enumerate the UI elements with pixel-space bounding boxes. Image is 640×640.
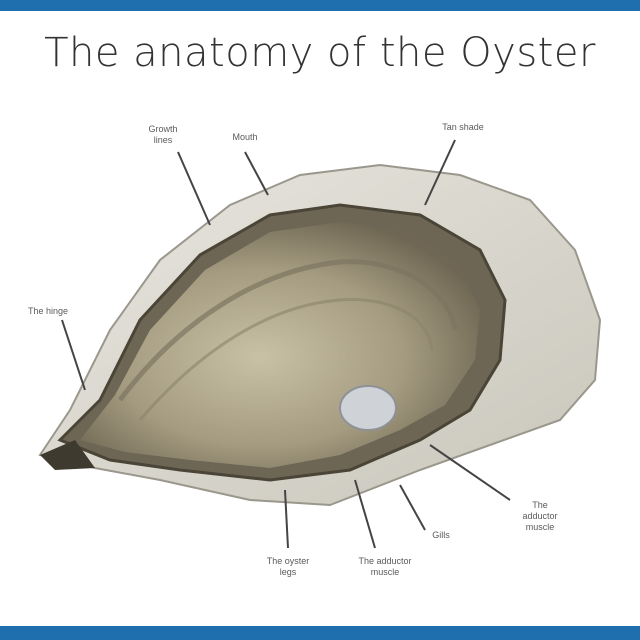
mantle-fold (118, 259, 458, 402)
adductor-muscle-shape (339, 385, 397, 431)
pointer-gills (399, 484, 426, 531)
label-oyster-legs: The oyster legs (266, 556, 310, 577)
label-tan-shade: Tan shade (442, 122, 484, 132)
mantle-fold-inner (138, 298, 434, 421)
pointer-mouth (244, 151, 269, 196)
hinge-shadow (40, 440, 95, 470)
label-adductor-right: The adductor muscle (522, 500, 558, 532)
pointer-tan-shade (424, 139, 456, 206)
pointer-hinge (61, 319, 86, 391)
top-frame-bar (0, 0, 640, 11)
label-growth-lines: Growth lines (148, 124, 178, 145)
label-gills: Gills (432, 530, 450, 540)
pointer-adductor-b (429, 444, 511, 501)
pointer-adductor-a (354, 479, 376, 549)
pointer-oyster-legs (284, 489, 289, 549)
label-mouth: Mouth (232, 132, 258, 142)
diagram-title: The anatomy of the Oyster (44, 30, 596, 76)
pointer-growth-lines (177, 151, 211, 226)
label-hinge: The hinge (27, 306, 69, 316)
label-adductor-muscle: The adductor muscle (358, 556, 412, 577)
bottom-frame-bar (0, 626, 640, 640)
